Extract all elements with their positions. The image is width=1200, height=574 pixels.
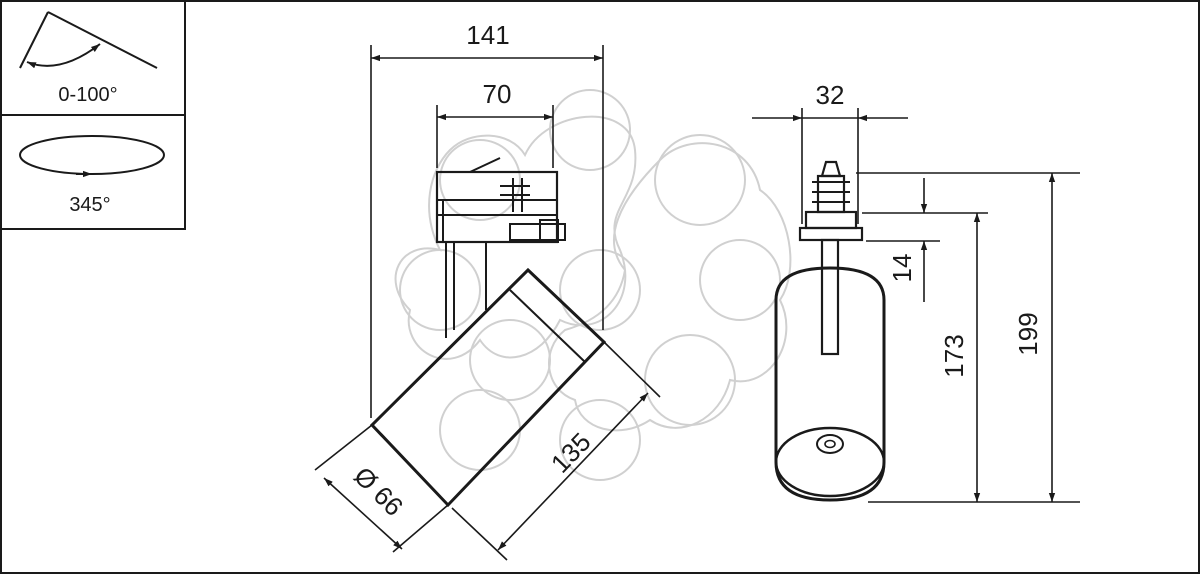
body-height-label: 173	[939, 334, 969, 377]
dimension-adapter-width: 70	[436, 79, 554, 168]
dimension-top-offset: 14	[862, 178, 988, 302]
body-diameter-label: Ø 66	[348, 461, 409, 522]
tilt-range-label: 0-100°	[58, 84, 117, 106]
dimension-side-width: 32	[752, 80, 908, 224]
front-view: 32 14 173 199	[752, 80, 1080, 503]
rotation-range-label: 345°	[69, 194, 110, 216]
rotation-legend-box	[0, 114, 186, 230]
side-width-label: 32	[816, 80, 845, 110]
connector-top	[798, 160, 864, 242]
rotation-icon	[19, 135, 165, 178]
tilt-angle-icon	[19, 11, 158, 69]
dimension-overall-width: 141	[370, 20, 604, 418]
dimension-body-diameter: Ø 66	[314, 424, 449, 553]
top-offset-label: 14	[887, 254, 917, 283]
rotation-legend: 345°	[0, 114, 186, 230]
tilt-legend: 0-100°	[0, 0, 186, 116]
adapter-width-label: 70	[483, 79, 512, 109]
side-view: 141 70 135 Ø 66	[314, 20, 661, 561]
dimension-body-height: 173	[868, 213, 1080, 503]
overall-width-label: 141	[466, 20, 509, 50]
body-length-label: 135	[545, 427, 597, 479]
dimension-total-height: 199	[856, 172, 1080, 502]
stem-front	[820, 238, 840, 356]
lamp-body-front	[774, 266, 886, 502]
total-height-label: 199	[1013, 312, 1043, 355]
dimension-body-length: 135	[451, 341, 661, 561]
track-adapter	[435, 157, 566, 244]
stem	[445, 242, 487, 338]
